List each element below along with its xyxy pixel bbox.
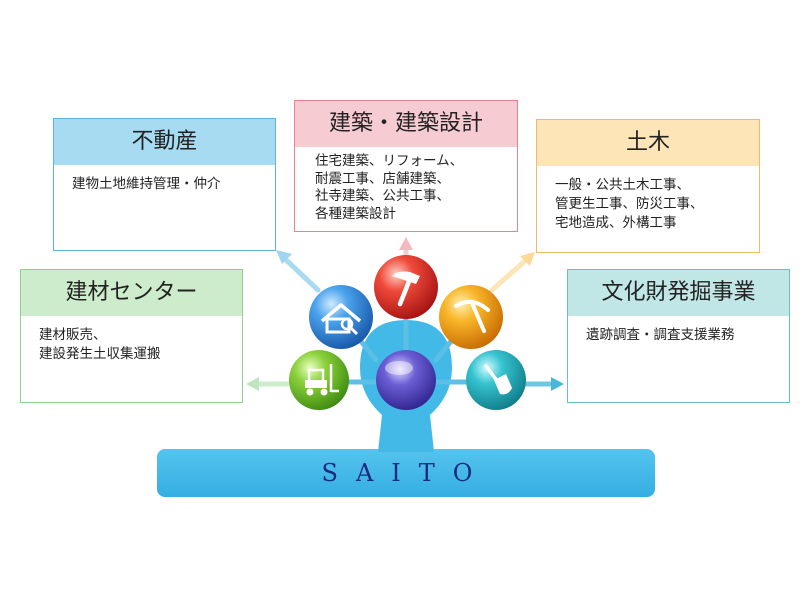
brand-logo: SAITO [321,459,491,487]
box-fudosan-title: 不動産 [54,119,275,165]
box-doboku-body: 一般・公共土木工事、 管更生工事、防災工事、 宅地造成、外構工事 [555,177,704,231]
box-bunka-title: 文化財発掘事業 [568,270,789,316]
box-kenzai-title: 建材センター [21,270,242,316]
box-doboku: 土木 一般・公共土木工事、 管更生工事、防災工事、 宅地造成、外構工事 [536,119,760,253]
box-kenzai-body: 建材販売、 建設発生土収集運搬 [39,327,161,362]
arrow-to-fudosan [276,250,292,264]
arrow-to-kenzai [246,377,259,391]
house-search-icon [309,285,373,349]
box-fudosan: 不動産 建物土地維持管理・仲介 [53,118,276,251]
box-bunka: 文化財発掘事業 遺跡調査・調査支援業務 [567,269,790,403]
forklift-icon [289,350,349,410]
box-doboku-title: 土木 [537,120,759,166]
arrow-to-bunka [551,377,564,391]
box-kenzai: 建材センター 建材販売、 建設発生土収集運搬 [20,269,243,403]
box-kenchiku-title: 建築・建築設計 [295,101,517,147]
box-fudosan-body: 建物土地維持管理・仲介 [72,176,221,192]
arrow-to-kenchiku [399,237,413,250]
shovel-icon [466,350,526,410]
box-bunka-body: 遺跡調査・調査支援業務 [586,327,735,343]
arrow-to-doboku [520,252,535,266]
box-kenchiku-body: 住宅建築、リフォーム、 耐震工事、店舗建築、 社寺建築、公共工事、 各種建築設計 [315,153,464,222]
center-orb [376,350,436,410]
pickaxe-icon [439,285,503,349]
box-kenchiku: 建築・建築設計 住宅建築、リフォーム、 耐震工事、店舗建築、 社寺建築、公共工事… [294,100,518,232]
hammer-icon [374,255,438,319]
